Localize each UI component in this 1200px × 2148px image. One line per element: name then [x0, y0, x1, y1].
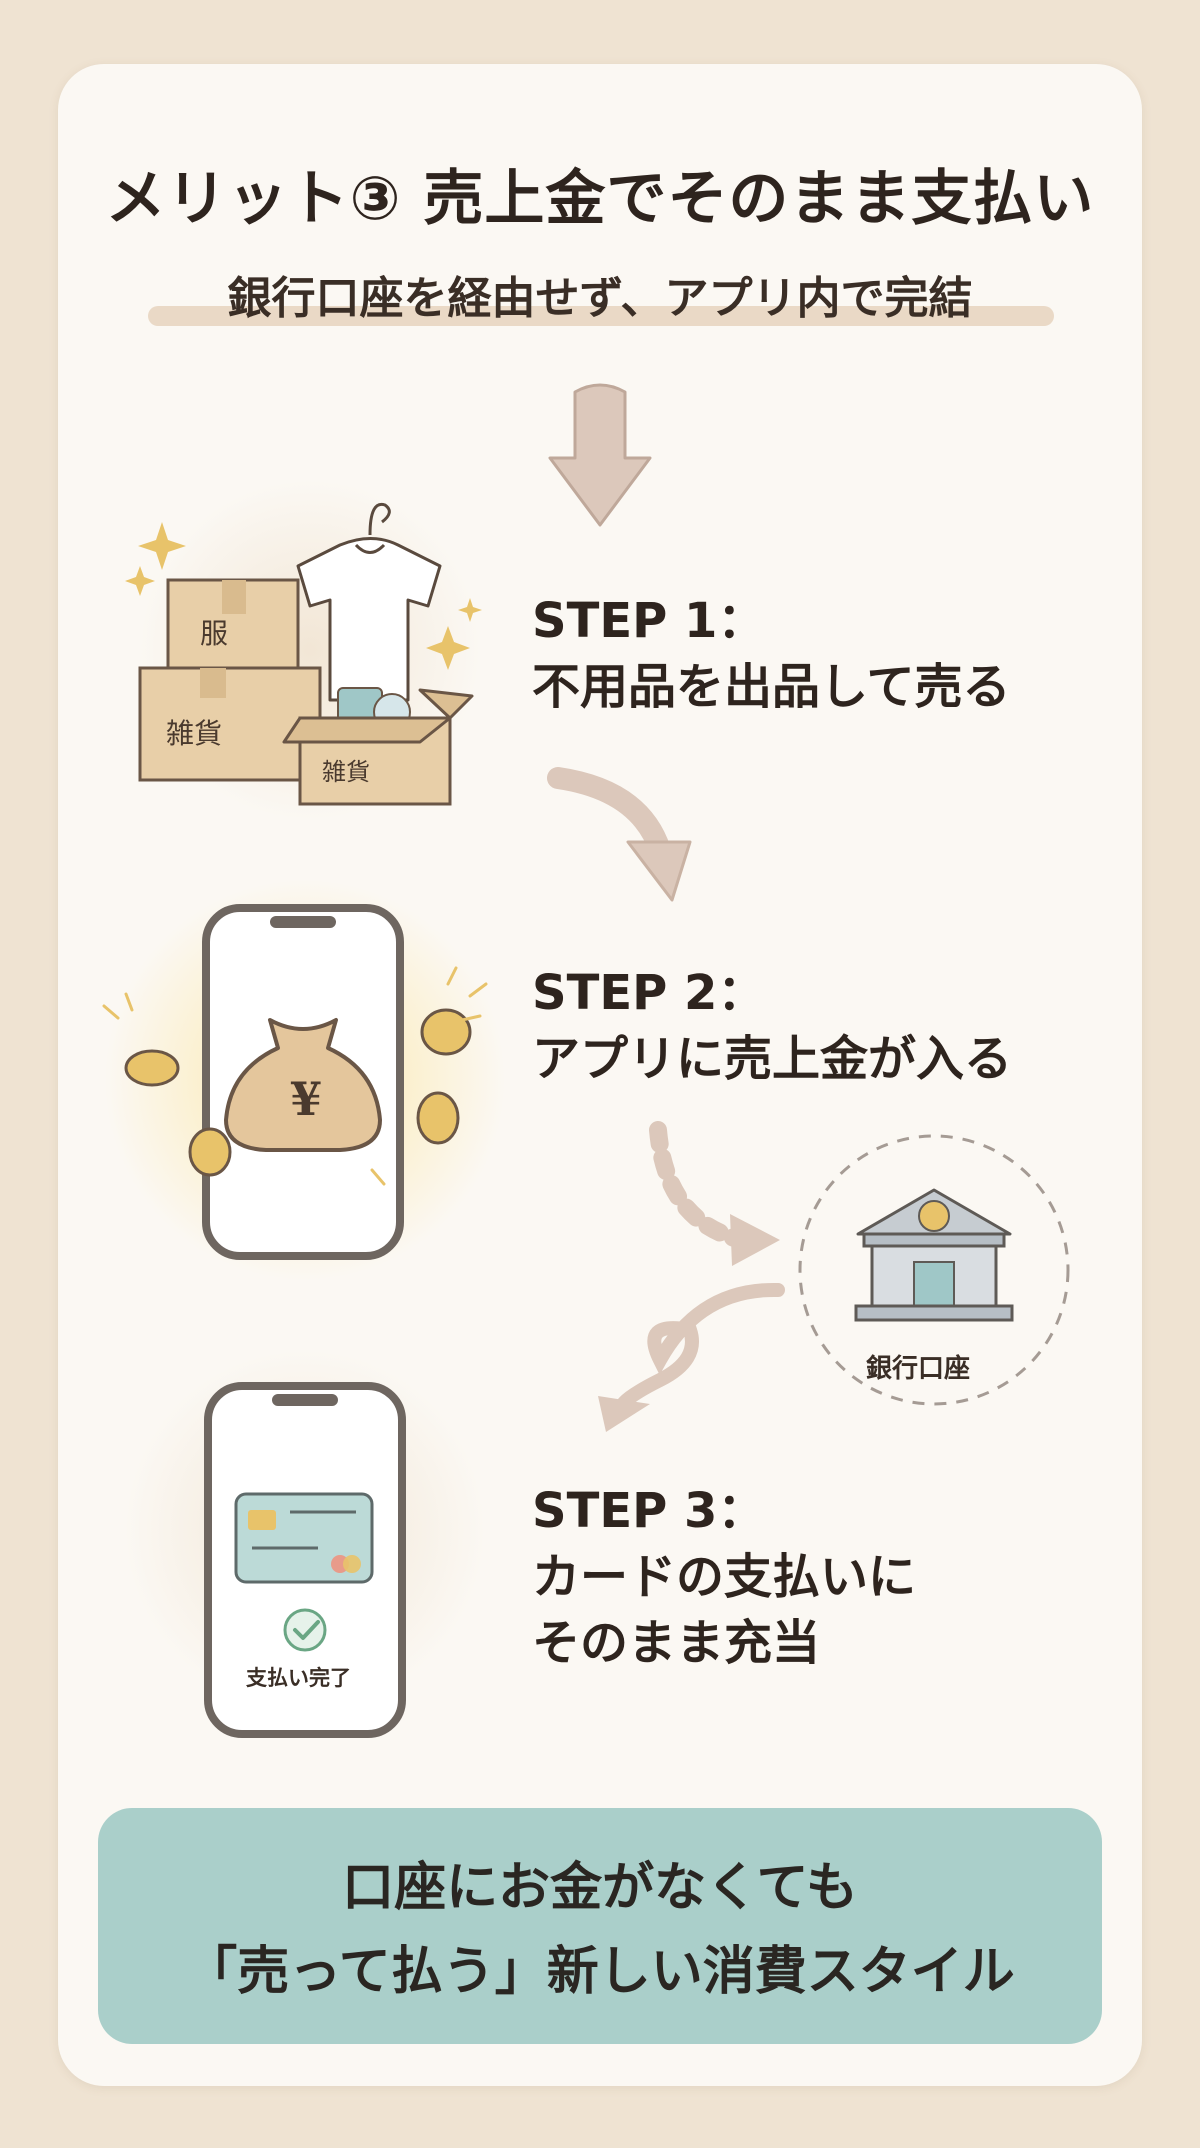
- phone-card-illustration: [125, 1350, 485, 1738]
- box-label: 雑貨: [166, 717, 223, 750]
- check-icon: [283, 1608, 327, 1652]
- step-3-text-line1: カードの支払いに: [532, 1549, 917, 1605]
- subtitle-highlight: [148, 306, 1054, 326]
- coin-icon: [420, 1008, 472, 1056]
- dashed-arrow-icon: [649, 1121, 780, 1266]
- step-3: STEP 3： カードの支払いに そのまま充当: [532, 1478, 916, 1676]
- coin-icon: [188, 1127, 232, 1177]
- box-goods-icon: [138, 666, 322, 782]
- summary-text: 口座にお金がなくても 「売って払う」新しい消費スタイル: [98, 1846, 1102, 2014]
- step-2-text: アプリに売上金が入る: [532, 1031, 1013, 1087]
- step-2-title: STEP 2：: [532, 965, 766, 1021]
- step-1-title: STEP 1：: [532, 593, 766, 649]
- shirt-icon: [296, 537, 442, 702]
- step-1: STEP 1： 不用品を出品して売る: [532, 588, 1011, 720]
- payment-complete-label: 支払い完了: [246, 1666, 351, 1690]
- down-arrow-icon: [548, 383, 652, 527]
- phone-money-illustration: [102, 880, 505, 1280]
- boxes-illustration: [125, 480, 482, 820]
- bank-label: 銀行口座: [866, 1354, 971, 1384]
- step-3-text-line2: そのまま充当: [532, 1615, 821, 1671]
- money-bag-icon: [224, 1018, 382, 1152]
- summary-box: [98, 1808, 1102, 2044]
- box-label: 服: [200, 617, 229, 650]
- sparkle-icon: [138, 522, 186, 570]
- summary-line-2: 「売って払う」新しい消費スタイル: [185, 1942, 1015, 2002]
- step-2: STEP 2： アプリに売上金が入る: [532, 960, 1012, 1092]
- bank-illustration: [798, 1134, 1070, 1406]
- page-title: メリット③ 売上金でそのまま支払い: [105, 164, 1095, 234]
- yen-coin-icon: [918, 1200, 950, 1232]
- step-3-title: STEP 3：: [532, 1483, 766, 1539]
- curved-arrow-icon: [547, 767, 692, 902]
- sparkle-icon: [125, 566, 155, 596]
- sparkle-icon: [458, 598, 482, 622]
- loop-arrow-icon: [598, 1282, 785, 1432]
- coin-icon: [124, 1049, 180, 1087]
- yen-symbol: ¥: [290, 1072, 323, 1126]
- sparkle-icon: [426, 626, 470, 670]
- step-1-text: 不用品を出品して売る: [532, 659, 1011, 715]
- summary-line-1: 口座にお金がなくても: [342, 1858, 858, 1918]
- coin-icon: [416, 1091, 460, 1145]
- page-subtitle: 銀行口座を経由せず、アプリ内で完結: [227, 273, 973, 324]
- box-label: 雑貨: [322, 758, 370, 786]
